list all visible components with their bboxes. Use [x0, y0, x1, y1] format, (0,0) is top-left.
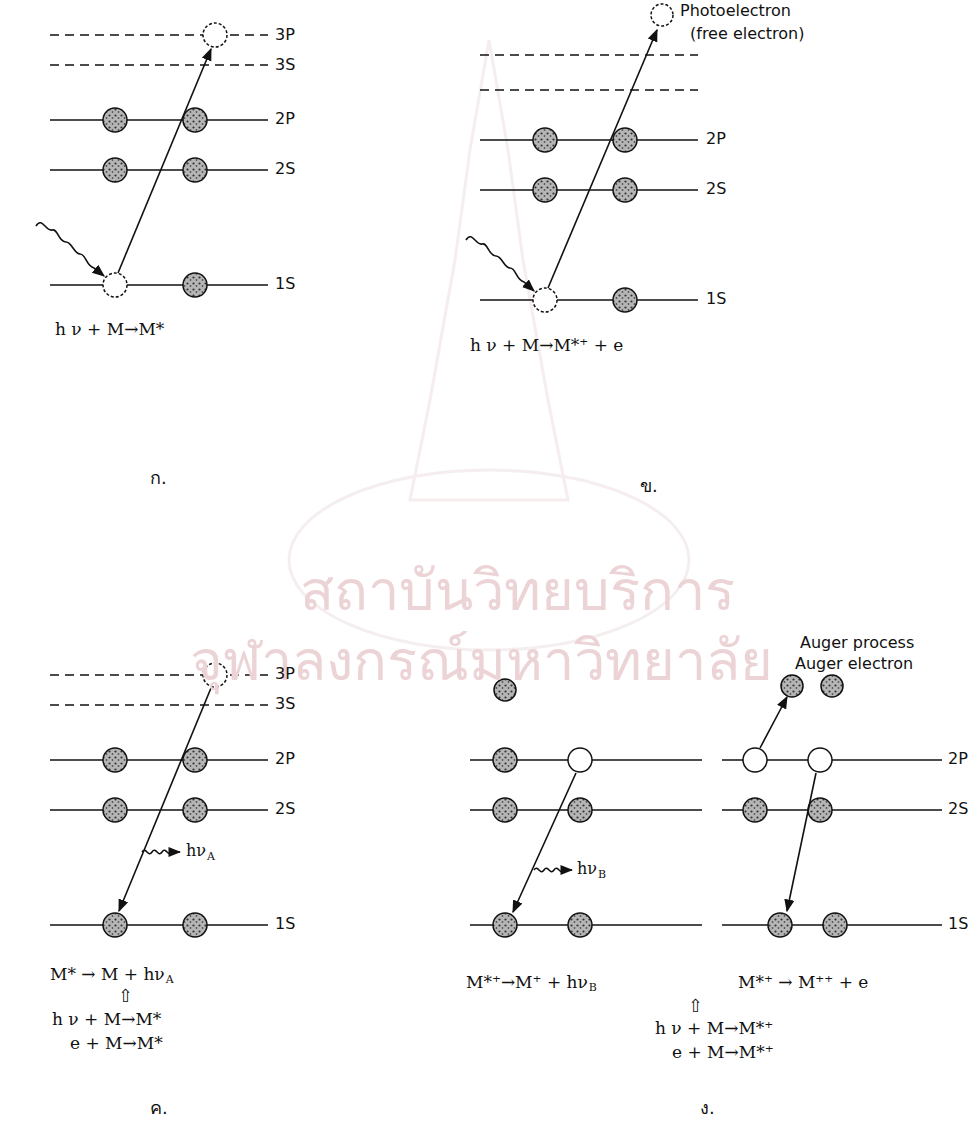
level-label: 1S [275, 915, 295, 933]
callout-text: (free electron) [690, 25, 804, 43]
panel-letter: ง. [700, 1098, 715, 1118]
level-label: 2S [706, 180, 726, 198]
panel-letter: ก. [150, 468, 167, 488]
level-label: 2S [275, 160, 295, 178]
equation-text: h ν + M→M*⁺ + e [470, 336, 623, 355]
level-label: 1S [948, 915, 968, 933]
callout-text: Auger electron [795, 655, 913, 673]
level-label: 1S [706, 290, 726, 308]
level-label: 2S [948, 800, 968, 818]
subscript-text: B [598, 869, 606, 881]
equation-text: M* → M + hν [50, 965, 165, 984]
callout-text: Photoelectron [680, 2, 791, 20]
equation-text: M*⁺→M⁺ + hν [466, 973, 588, 992]
equation-text: hν [186, 842, 206, 860]
equation-text: h ν + M→M* [55, 320, 164, 339]
equation-text: h ν + M→M* [52, 1010, 161, 1029]
panel-letter: ค. [150, 1098, 168, 1118]
equation-text: h ν + M→M*⁺ [655, 1019, 773, 1038]
subscript-text: A [166, 974, 174, 986]
equation-text: M*⁺ → M⁺⁺ + e [738, 973, 868, 992]
equation-text: ⇧ [688, 996, 703, 1016]
equation-text: e + M→M* [70, 1034, 163, 1053]
level-label: 2P [706, 130, 726, 148]
level-label: 3S [275, 56, 295, 74]
level-label: 2P [948, 750, 968, 768]
callout-text: Auger process [800, 634, 914, 652]
level-label: 3P [275, 665, 295, 683]
watermark-text: สถาบันวิทยบริการ [300, 560, 735, 622]
equation-text: e + M→M*⁺ [672, 1043, 774, 1062]
level-label: 3S [275, 695, 295, 713]
level-label: 2P [275, 750, 295, 768]
panel-letter: ข. [640, 476, 658, 496]
level-label: 3P [275, 26, 295, 44]
subscript-text: A [207, 851, 215, 863]
equation-text: hν [577, 860, 597, 878]
level-label: 2S [275, 800, 295, 818]
equation-text: ⇧ [118, 986, 133, 1006]
subscript-text: B [589, 982, 597, 994]
level-label: 2P [275, 110, 295, 128]
level-label: 1S [275, 275, 295, 293]
